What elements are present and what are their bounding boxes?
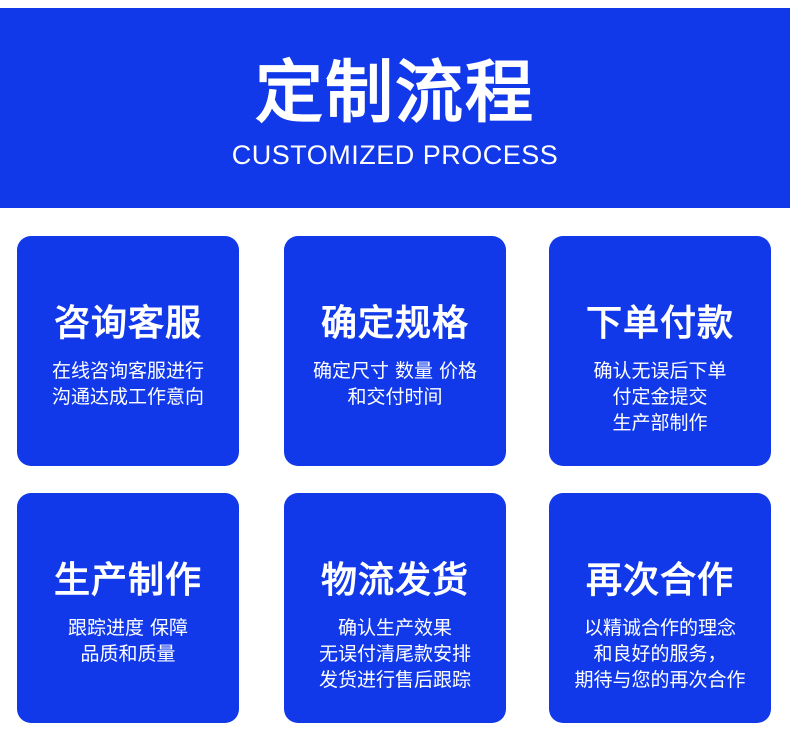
step-description: 以精诚合作的理念 和良好的服务， 期待与您的再次合作 <box>555 615 765 693</box>
step-description-line: 付定金提交 <box>612 386 708 408</box>
page-subtitle: CUSTOMIZED PROCESS <box>231 140 559 170</box>
step-description-line: 跟踪进度 保障 <box>67 617 189 639</box>
step-title: 咨询客服 <box>53 303 202 344</box>
step-description-line: 在线咨询客服进行 <box>51 360 204 382</box>
step-description: 跟踪进度 保障 品质和质量 <box>23 615 233 667</box>
step-description: 确定尺寸 数量 价格 和交付时间 <box>290 358 500 410</box>
step-card-shipping: 物流发货 确认生产效果 无误付清尾款安排 发货进行售后跟踪 <box>284 493 506 723</box>
step-description-line: 和交付时间 <box>347 386 443 408</box>
step-description-line: 生产部制作 <box>612 412 708 434</box>
step-title: 下单付款 <box>585 303 734 344</box>
page-title: 定制流程 <box>254 54 535 133</box>
step-card-specs: 确定规格 确定尺寸 数量 价格 和交付时间 <box>284 236 506 466</box>
step-card-consult: 咨询客服 在线咨询客服进行 沟通达成工作意向 <box>17 236 239 466</box>
step-title: 确定规格 <box>320 303 469 344</box>
step-title: 生产制作 <box>53 560 202 601</box>
step-card-production: 生产制作 跟踪进度 保障 品质和质量 <box>17 493 239 723</box>
step-description-line: 发货进行售后跟踪 <box>318 669 471 691</box>
step-description: 确认生产效果 无误付清尾款安排 发货进行售后跟踪 <box>290 615 500 693</box>
step-title: 再次合作 <box>585 560 734 601</box>
step-title: 物流发货 <box>320 560 469 601</box>
step-card-payment: 下单付款 确认无误后下单 付定金提交 生产部制作 <box>549 236 771 466</box>
step-description-line: 和良好的服务， <box>593 643 727 665</box>
step-description-line: 期待与您的再次合作 <box>574 669 746 691</box>
step-description-line: 确认无误后下单 <box>593 360 727 382</box>
step-description-line: 无误付清尾款安排 <box>318 643 471 665</box>
step-description-line: 确认生产效果 <box>337 617 452 639</box>
header-banner: 定制流程 CUSTOMIZED PROCESS <box>0 8 790 208</box>
step-description-line: 确定尺寸 数量 价格 <box>312 360 478 382</box>
step-description-line: 以精诚合作的理念 <box>583 617 736 639</box>
step-description-line: 沟通达成工作意向 <box>51 386 204 408</box>
step-description-line: 品质和质量 <box>80 643 176 665</box>
step-card-cooperation: 再次合作 以精诚合作的理念 和良好的服务， 期待与您的再次合作 <box>549 493 771 723</box>
step-description: 确认无误后下单 付定金提交 生产部制作 <box>555 358 765 436</box>
step-description: 在线咨询客服进行 沟通达成工作意向 <box>23 358 233 410</box>
